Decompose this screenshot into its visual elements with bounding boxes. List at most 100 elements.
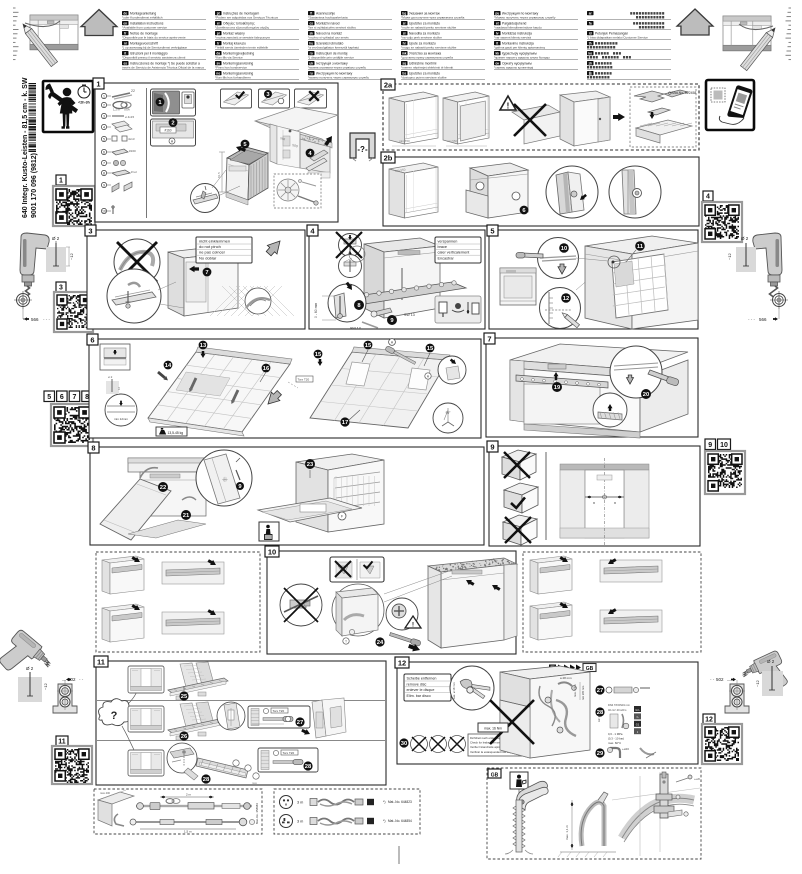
svg-text:7: 7 [205,270,208,276]
svg-text:28: 28 [305,764,312,770]
svg-text:Monteringsvejledning: Monteringsvejledning [223,51,254,55]
svg-text:17: 17 [342,420,348,426]
svg-text:Check for leaks after was wash: Check for leaks after was wash cycle. [470,741,517,745]
svg-text:598: 598 [280,136,286,141]
svg-text:⌀ 4x15: ⌀ 4x15 [125,115,134,119]
svg-text:verspannen: verspannen [438,240,458,244]
svg-text:1: 1 [59,177,63,184]
svg-text:ne pas coincer: ne pas coincer [199,250,226,255]
svg-text:través de Servicio de Asistenc: través de Servicio de Asistencia Técnica… [122,65,204,69]
svg-text:6: 6 [103,150,105,154]
svg-text:*Disponible par le biais du se: *Disponible par le biais du service aprè… [122,35,186,39]
svg-text:11: 11 [58,738,66,745]
svg-text:12: 12 [117,387,121,390]
svg-text:tr: tr [217,41,220,45]
svg-text:30: 30 [401,741,407,747]
svg-text:*saadaval klienditeeninduse ka: *saadaval klienditeeninduse kaudu [494,25,542,29]
svg-text:—: — [727,677,731,682]
svg-text:12: 12 [398,658,406,667]
svg-text:Ø 2: Ø 2 [741,236,749,241]
svg-text:es: es [123,61,127,65]
svg-text:ру: ру [495,11,499,15]
svg-text:1: 1 [103,94,105,98]
svg-text:!: ! [507,101,510,110]
svg-text:Paigaldusjuhend: Paigaldusjuhend [502,21,527,25]
svg-text:2: 2 [171,121,174,127]
svg-text:Указания за монтаж: Указания за монтаж [409,11,440,15]
svg-text:*Finns hos kundservice: *Finns hos kundservice [215,65,247,69]
svg-text:*Може да получите чрез сервизн: *Може да получите чрез сервизната служба [401,15,465,19]
svg-text:7: 7 [103,161,105,165]
svg-text:Mat-No. 622458: Mat-No. 622458 [672,91,696,95]
svg-text:0,6 - 1 MPa: 0,6 - 1 MPa [608,732,623,736]
svg-text:+⌀20: +⌀20 [622,747,629,751]
svg-text:max. 1,1 m: max. 1,1 m [573,684,577,697]
svg-text:uk: uk [309,61,313,65]
svg-text:1: 1 [96,79,100,88]
svg-text:3 m: 3 m [297,801,303,805]
svg-text:sl: sl [403,31,406,35]
svg-text:Verifier l'étanchéité après le: Verifier l'étanchéité après le premier c… [470,745,523,749]
svg-text:22: 22 [131,89,135,93]
svg-text:3: 3 [88,226,92,235]
svg-text:90°: 90° [446,411,452,415]
svg-text:ro: ro [310,51,313,55]
svg-text:do not pinch: do not pinch [199,244,221,249]
svg-text:~12: ~12 [69,252,74,260]
svg-text:1: 1 [158,100,162,106]
svg-text:4: 4 [103,125,105,129]
svg-text:sv: sv [216,61,220,65]
svg-text:fr: fr [124,31,127,35]
svg-text:en: en [123,21,127,25]
svg-text:mk: mk [402,51,407,55]
svg-text:x: x [614,500,616,505]
svg-text:*možno si vyžiadať cez servis: *možno si vyžiadať cez servis [308,35,349,39]
svg-text:6: 6 [60,394,64,401]
svg-text:Құрастыру нұсқаулығы: Құрастыру нұсқаулығы [502,51,538,55]
svg-text:max 400: max 400 [100,791,111,795]
svg-text:*достапно преку сервисната слу: *достапно преку сервисната служба [401,55,453,59]
svg-text:3: 3 [266,92,270,98]
svg-text:2a: 2a [384,80,393,89]
svg-text:*na voljo prek servisne službe: *na voljo prek servisne službe [401,35,442,39]
svg-text:25: 25 [181,694,188,700]
svg-text:*) op aanvraag bij de Serviced: *) op aanvraag bij de Servicedienst verk… [122,45,187,49]
svg-text:# tol: # tol [131,170,137,174]
svg-text:4: 4 [310,226,315,235]
svg-text:40 cm³ 40 s20 s: 40 cm³ 40 s20 s [608,708,627,712]
svg-text:3: 3 [59,284,63,291]
svg-text:он: он [495,61,499,65]
svg-text:GB: GB [586,666,594,672]
svg-text:SW 13: SW 13 [350,327,361,331]
svg-text:27: 27 [597,688,603,694]
svg-text:9: 9 [238,484,242,490]
svg-text:3: 3 [103,114,105,118]
svg-text:6: 6 [522,208,526,214]
svg-text:2 m: 2 m [186,792,192,796]
svg-text:4x13: 4x13 [128,137,135,141]
svg-text:*Yetkili servis üzerinden temi: *Yetkili servis üzerinden temin edilebil… [215,45,268,49]
svg-text:min 550: min 550 [395,167,406,172]
svg-text:12: 12 [705,716,713,723]
svg-text:21: 21 [183,513,190,519]
svg-text:5: 5 [103,137,105,141]
svg-text:max: max [252,782,258,785]
svg-text:*): *) [383,800,385,804]
svg-text:Montageanleitung: Montageanleitung [130,11,156,15]
svg-text:max. 16 Nm: max. 16 Nm [484,727,502,731]
svg-text:*dostupno putem servisne služb: *dostupno putem servisne službe [401,75,447,79]
svg-text:28: 28 [203,777,210,783]
svg-text:*) bisa didapatkan melalui Cus: *) bisa didapatkan melalui Customer Serv… [587,35,648,39]
svg-text:2b: 2b [384,153,393,162]
svg-text:Ø 2: Ø 2 [767,659,775,664]
svg-text:—: — [62,677,66,682]
svg-text:<2h-3h: <2h-3h [78,101,90,105]
svg-text:*mogu se nabaviti preko servis: *mogu se nabaviti preko servisne službe [401,45,457,49]
svg-text:Instrucciones de montaje *) S: Instrucciones de montaje *) Se puede sol… [130,61,200,65]
svg-text:bg: bg [402,11,406,15]
svg-text:Uputstvo za montažu: Uputstvo za montažu [409,21,440,25]
svg-text:0 - 60 mm: 0 - 60 mm [314,303,318,318]
svg-text:4: 4 [706,193,710,200]
svg-text:*Available from customer servi: *Available from customer service [122,25,167,29]
svg-text:fi: fi [310,11,312,15]
